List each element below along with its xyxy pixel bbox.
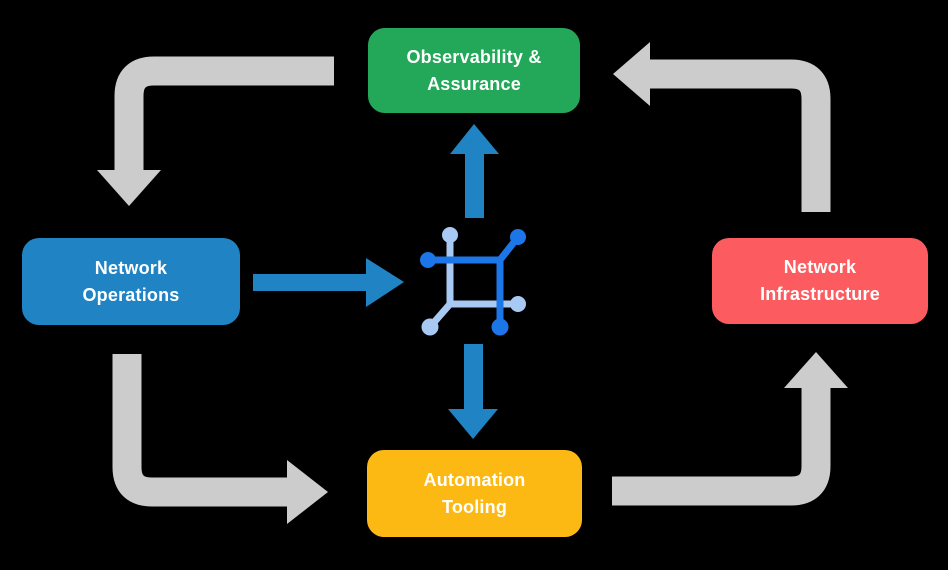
arrow-automation-to-infrastructure — [612, 352, 848, 506]
arrow-observability-to-operations — [97, 56, 334, 206]
node-observability-assurance-label: Observability & Assurance — [406, 46, 542, 94]
node-network-infrastructure-label: Network Infrastructure — [760, 257, 880, 304]
arrow-center-to-observability — [450, 124, 499, 218]
arrow-infrastructure-to-observability — [613, 42, 831, 212]
node-network-infrastructure: Network Infrastructure — [712, 238, 928, 324]
node-network-operations: Network Operations — [22, 238, 240, 325]
node-automation-tooling-label: Automation Tooling — [423, 469, 526, 517]
node-automation-tooling: Automation Tooling — [367, 450, 582, 537]
node-network-operations-label: Network Operations — [82, 257, 180, 305]
arrow-center-to-automation — [448, 344, 498, 439]
arrow-operations-to-automation — [112, 354, 328, 524]
network-mesh-icon — [420, 227, 526, 336]
node-observability-assurance: Observability & Assurance — [368, 28, 580, 113]
arrow-operations-to-center — [253, 258, 404, 307]
